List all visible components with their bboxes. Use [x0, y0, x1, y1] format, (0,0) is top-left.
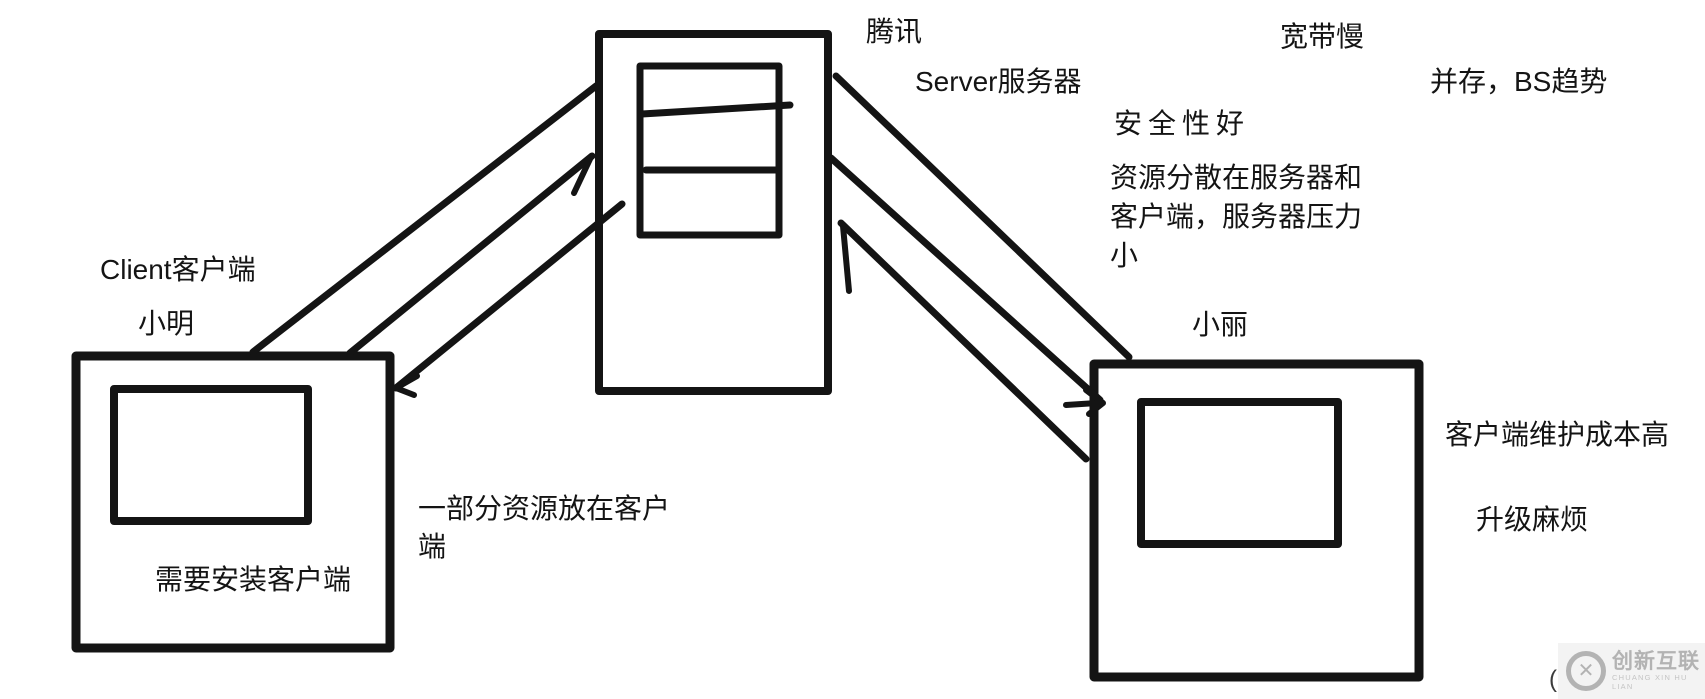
- watermark-brand: 创新互联: [1612, 649, 1700, 673]
- label-security: 安全性好: [1114, 108, 1251, 139]
- label-upgrade-trouble: 升级麻烦: [1476, 504, 1589, 535]
- edge-server-to-xiaoming-line: [392, 200, 626, 392]
- label-xiaoming: 小明: [138, 308, 195, 339]
- watermark: ✕ 创新互联 CHUANG XIN HU LIAN: [1558, 643, 1705, 699]
- label-part-resources-line1: 一部分资源放在客户: [418, 493, 671, 524]
- watermark-romanized: CHUANG XIN HU LIAN: [1612, 673, 1688, 692]
- chuangxin-logo-icon: ✕: [1566, 651, 1606, 691]
- client-screen-xiaoming: [110, 385, 312, 525]
- label-resources-line1: 资源分散在服务器和: [1110, 162, 1363, 193]
- label-coexist-trend: 并存，BS趋势: [1430, 66, 1608, 97]
- client-screen-xiaoli: [1137, 398, 1342, 548]
- edge-xiaoli-to-server-line: [837, 219, 1090, 463]
- label-part-resources-note: 一部分资源放在客户 端: [418, 490, 670, 566]
- arrowhead-at-xiaoli-icon: [1083, 387, 1106, 417]
- rack-divider-1-line: [638, 101, 794, 118]
- label-need-install: 需要安装客户端: [155, 564, 352, 595]
- edge-server-to-xiaoli-arrow-line: [827, 154, 1104, 404]
- label-xiaoli: 小丽: [1192, 309, 1249, 340]
- label-server-title: Server服务器: [915, 66, 1082, 97]
- label-resources-line3: 小: [1110, 240, 1139, 271]
- label-bandwidth-slow: 宽带慢: [1280, 21, 1365, 52]
- client-box-xiaoming: [71, 351, 395, 653]
- edge-server-to-xiaoli-line: [832, 72, 1133, 361]
- arrowhead-at-xiaoming-icon: [393, 373, 420, 398]
- client-box-xiaoli: [1089, 359, 1424, 682]
- label-paren: (: [1549, 666, 1557, 693]
- label-maintain-cost: 客户端维护成本高: [1445, 419, 1670, 450]
- label-tencent: 腾讯: [866, 16, 923, 47]
- label-resources-line2: 客户端，服务器压力: [1110, 201, 1363, 232]
- server-box: [595, 30, 832, 395]
- arrowhead-at-server-left-icon: [571, 154, 594, 196]
- edge-xiaoming-to-server-arrow-line: [346, 152, 596, 357]
- label-resources-note: 资源分散在服务器和 客户端，服务器压力 小: [1110, 158, 1362, 275]
- label-client-title: Client客户端: [100, 254, 256, 285]
- arrowhead-at-xiaoli-shaft-line: [1063, 400, 1100, 408]
- edge-xiaoming-to-server-line: [249, 82, 600, 356]
- server-rack: [636, 62, 783, 239]
- arrowhead-at-server-right-icon: [840, 223, 852, 294]
- logo-x-glyph: ✕: [1577, 660, 1595, 682]
- label-part-resources-line2: 端: [418, 531, 447, 562]
